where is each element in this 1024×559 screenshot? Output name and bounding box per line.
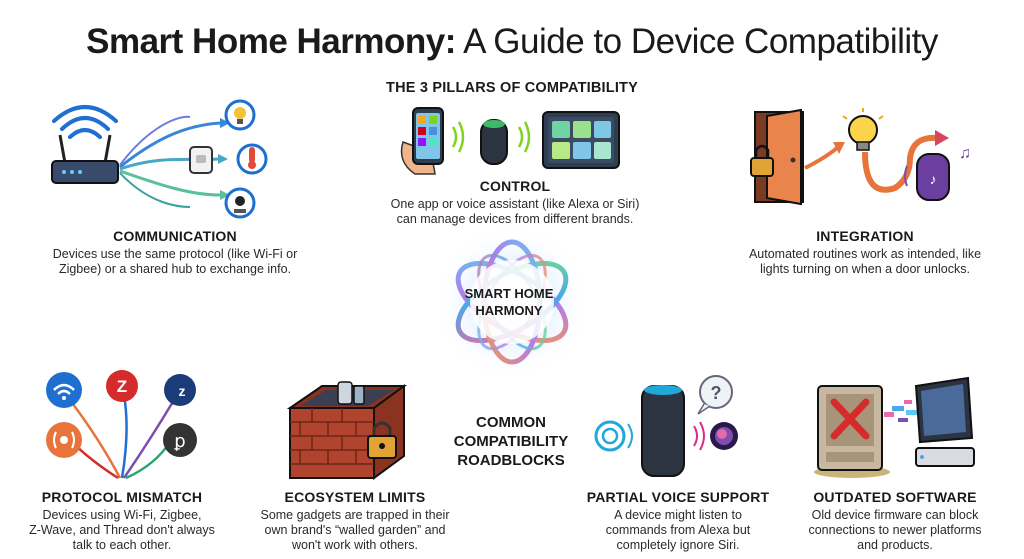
smart-speaker-icon: ? (592, 372, 752, 482)
pillar-communication-desc: Devices use the same protocol (like Wi-F… (40, 247, 310, 277)
pillar-communication-line-2: Zigbee) or a shared hub to exchange info… (58, 262, 292, 276)
pillar-control: CONTROL One app or voice assistant (like… (365, 178, 665, 227)
protocol-icons: Z z ꝑ (40, 370, 205, 482)
roadblock-protocol-line-3: talk to each other. (72, 538, 172, 552)
roadblocks-heading: COMMON COMPATIBILITY ROADBLOCKS (436, 413, 586, 470)
pillar-control-line-2: can manage devices from different brands… (396, 212, 634, 226)
roadblock-ecosystem-desc: Some gadgets are trapped in their own br… (250, 508, 460, 553)
pillars-heading: THE 3 PILLARS OF COMPATIBILITY (386, 80, 638, 96)
title-bold: Smart Home Harmony: (86, 22, 456, 61)
roadblock-voice-title: PARTIAL VOICE SUPPORT (586, 489, 770, 505)
roadblock-outdated-line-1: Old device firmware can block (811, 508, 979, 522)
walled-garden-icon (282, 378, 412, 483)
roadblock-voice-line-2: commands from Alexa but (605, 523, 751, 537)
roadblock-protocol-title: PROTOCOL MISMATCH (41, 489, 203, 505)
pillar-control-desc: One app or voice assistant (like Alexa o… (365, 197, 665, 227)
pillar-control-line-1: One app or voice assistant (like Alexa o… (390, 197, 640, 211)
pillar-control-title: CONTROL (479, 178, 551, 194)
pillar-integration: INTEGRATION Automated routines work as i… (730, 228, 1000, 277)
roadblock-ecosystem-title: ECOSYSTEM LIMITS (284, 489, 426, 505)
roadblock-protocol-line-2: Z-Wave, and Thread don't always (29, 523, 215, 537)
roadblock-protocol-line-1: Devices using Wi-Fi, Zigbee, (42, 508, 202, 522)
svg-text:♪: ♪ (930, 171, 937, 187)
roadblock-voice: PARTIAL VOICE SUPPORT A device might lis… (578, 489, 778, 553)
title-rest: A Guide to Device Compatibility (455, 22, 938, 61)
svg-text:Z: Z (117, 377, 127, 396)
svg-text:?: ? (711, 383, 722, 403)
center-label-line-2: HARMONY (475, 303, 543, 318)
center-label: SMART HOME HARMONY (454, 285, 564, 319)
roadblock-outdated: OUTDATED SOFTWARE Old device firmware ca… (790, 489, 1000, 553)
roadblock-outdated-line-3: and products. (857, 538, 933, 552)
svg-text:z: z (179, 383, 186, 399)
phone-speaker-icon (395, 102, 625, 177)
roadblock-protocol-desc: Devices using Wi-Fi, Zigbee, Z-Wave, and… (22, 508, 222, 553)
roadblocks-heading-line-2: COMPATIBILITY (453, 433, 569, 450)
roadblock-ecosystem-line-3: won't work with others. (291, 538, 419, 552)
page-title: Smart Home Harmony: A Guide to Device Co… (0, 22, 1024, 62)
roadblock-voice-line-1: A device might listen to (614, 508, 742, 522)
pillar-integration-desc: Automated routines work as intended, lik… (730, 247, 1000, 277)
roadblock-outdated-line-2: connections to newer platforms (808, 523, 982, 537)
svg-text:ꝑ: ꝑ (173, 431, 185, 451)
roadblock-voice-desc: A device might listen to commands from A… (578, 508, 778, 553)
svg-text:♫: ♫ (959, 145, 971, 162)
router-network-icon (40, 95, 280, 225)
roadblock-ecosystem-line-1: Some gadgets are trapped in their (260, 508, 450, 522)
roadblocks-heading-line-1: COMMON (476, 414, 546, 431)
pillar-integration-line-1: Automated routines work as intended, lik… (748, 247, 982, 261)
roadblock-outdated-desc: Old device firmware can block connection… (790, 508, 1000, 553)
roadblock-outdated-title: OUTDATED SOFTWARE (813, 489, 977, 505)
pillar-integration-line-2: lights turning on when a door unlocks. (760, 262, 970, 276)
outdated-device-icon (812, 372, 982, 482)
center-label-line-1: SMART HOME (464, 286, 554, 301)
pillar-communication-title: COMMUNICATION (113, 228, 237, 244)
harmony-orb-icon (430, 220, 595, 385)
roadblock-ecosystem: ECOSYSTEM LIMITS Some gadgets are trappe… (250, 489, 460, 553)
pillar-communication-line-1: Devices use the same protocol (like Wi-F… (52, 247, 298, 261)
roadblock-protocol: PROTOCOL MISMATCH Devices using Wi-Fi, Z… (22, 489, 222, 553)
roadblock-voice-line-3: completely ignore Siri. (616, 538, 740, 552)
roadblocks-heading-line-3: ROADBLOCKS (457, 452, 565, 469)
pillar-integration-title: INTEGRATION (816, 228, 914, 244)
door-bulb-speaker-icon: ♪ ♫ (745, 108, 975, 208)
pillar-communication: COMMUNICATION Devices use the same proto… (40, 228, 310, 277)
roadblock-ecosystem-line-2: own brand's “walled garden” and (264, 523, 446, 537)
